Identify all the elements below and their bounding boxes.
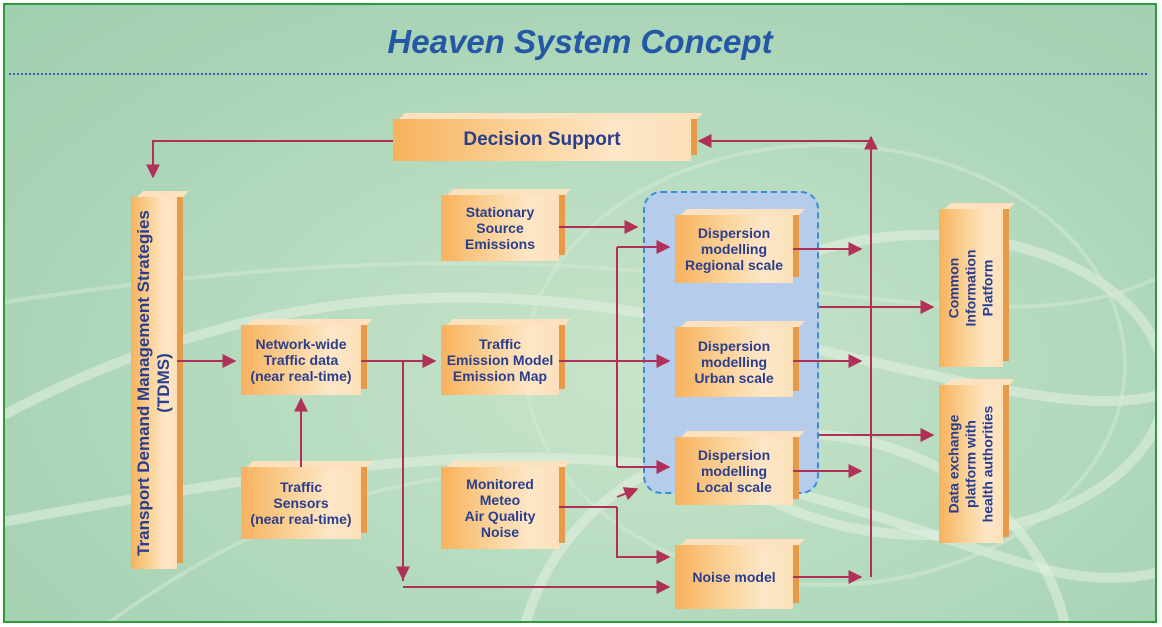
network-traffic-box: Network-wide Traffic data (near real-tim… — [241, 325, 367, 395]
diagram-title: Heaven System Concept — [387, 23, 773, 60]
stationary-emissions-label: Stationary Source Emissions — [464, 204, 536, 252]
title-divider — [9, 73, 1147, 75]
noise-model-box: Noise model — [675, 545, 799, 609]
arrow-monitored-to-noise — [616, 507, 671, 564]
data-exchange-box: Data exchange platform with health autho… — [939, 385, 1009, 543]
dispersion-urban-label: Dispersion modelling Urban scale — [694, 338, 774, 386]
diagram-frame: Heaven System Concept Decision Support T… — [3, 3, 1157, 623]
decision-support-label: Decision Support — [463, 129, 621, 150]
connector-arrows — [146, 134, 935, 594]
monitored-data-label: Monitored Meteo Air Quality Noise — [464, 476, 536, 540]
emission-model-label: Traffic Emission Model Emission Map — [446, 336, 554, 384]
noise-model-label: Noise model — [692, 569, 776, 585]
dispersion-regional-box: Dispersion modelling Regional scale — [675, 215, 799, 283]
dispersion-local-box: Dispersion modelling Local scale — [675, 437, 799, 505]
traffic-sensors-box: Traffic Sensors (near real-time) — [241, 467, 367, 539]
dispersion-urban-box: Dispersion modelling Urban scale — [675, 327, 799, 397]
decision-support-box: Decision Support — [393, 119, 697, 161]
emission-model-box: Traffic Emission Model Emission Map — [441, 325, 565, 395]
network-traffic-label: Network-wide Traffic data (near real-tim… — [250, 336, 352, 384]
dispersion-regional-label: Dispersion modelling Regional scale — [684, 225, 784, 273]
arrow-decision-to-tdms — [146, 140, 393, 179]
tdms-box: Transport Demand Management Strategies (… — [131, 197, 183, 569]
traffic-sensors-label: Traffic Sensors (near real-time) — [250, 479, 352, 527]
arrow-monitored-to-group — [616, 487, 639, 501]
dispersion-local-label: Dispersion modelling Local scale — [696, 447, 772, 495]
stationary-emissions-box: Stationary Source Emissions — [441, 195, 565, 261]
common-platform-box: Common Information Platform — [939, 209, 1009, 367]
monitored-data-box: Monitored Meteo Air Quality Noise — [441, 467, 565, 549]
